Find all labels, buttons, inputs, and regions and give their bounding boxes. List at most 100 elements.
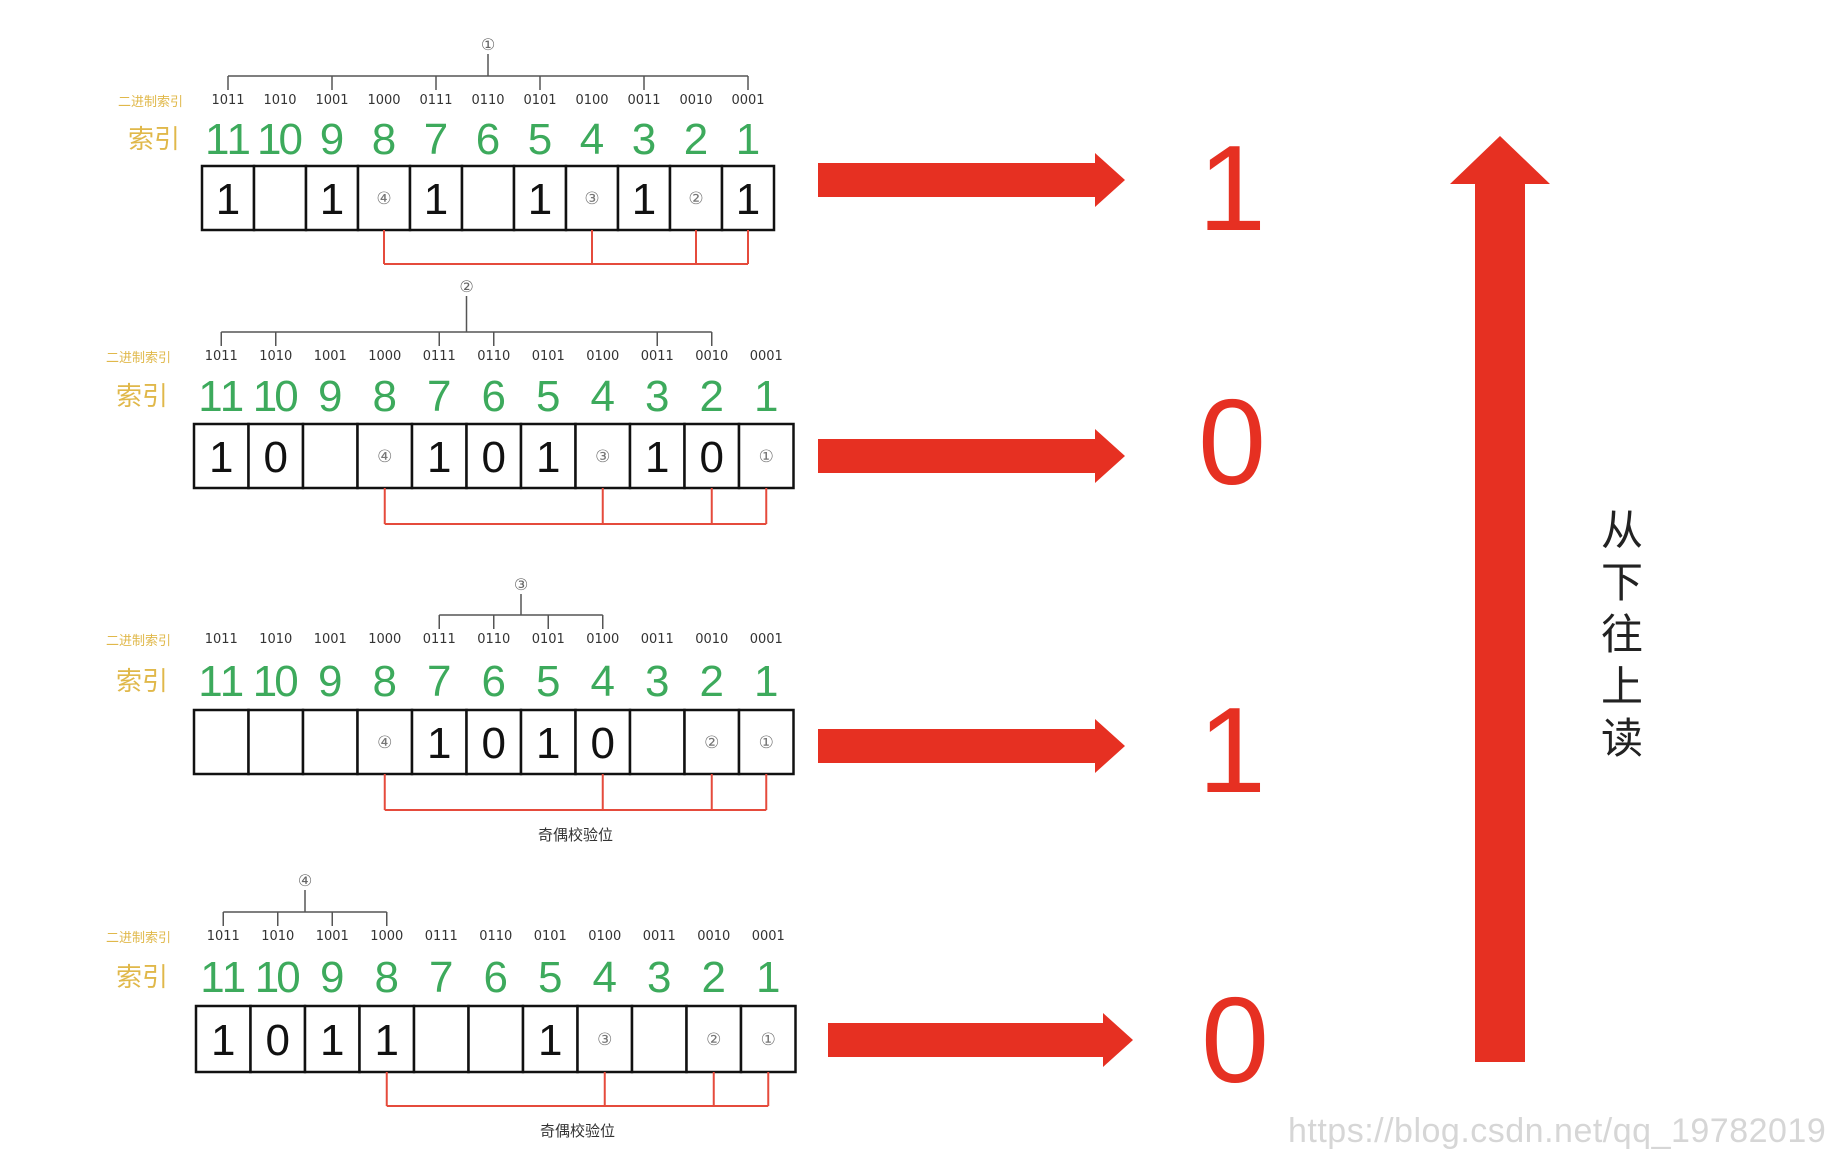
index-5: 5 [536,372,560,421]
binary-index-1: 0001 [750,632,783,647]
index-1: 1 [736,115,760,164]
parity-placeholder: ② [704,733,719,753]
result-arrow [828,1013,1133,1067]
binary-index-2: 0010 [695,632,728,647]
binary-index-9: 1001 [316,929,349,944]
index-8: 8 [373,657,397,706]
bit-cell [574,422,632,490]
binary-index-5: 0101 [532,349,565,364]
bit-value: 1 [209,433,233,482]
index-5: 5 [536,657,560,706]
binary-index-4: 0100 [575,93,608,108]
binary-index-7: 0111 [425,929,458,944]
parity-placeholder: ④ [377,733,392,753]
parity-placeholder: ③ [584,189,599,209]
binary-index-1: 0001 [750,349,783,364]
index-1: 1 [756,953,780,1002]
result-arrow [818,429,1125,483]
index-6: 6 [476,115,500,164]
index-label: 索引 [128,125,180,155]
binary-index-4: 0100 [586,632,619,647]
parity-placeholder: ① [759,733,774,753]
bit-cell [356,422,414,490]
result-arrow [818,719,1125,773]
bit-cell [683,708,741,776]
binary-index-10: 1010 [263,93,296,108]
bit-cell [252,164,308,232]
bit-value: 1 [320,1016,344,1065]
index-2: 2 [702,953,726,1002]
binary-index-2: 0010 [695,349,728,364]
bit-value: 0 [264,433,288,482]
binary-index-2: 0010 [697,929,730,944]
bit-cell [628,708,686,776]
index-7: 7 [424,115,448,164]
group-marker: ① [481,35,495,54]
index-6: 6 [482,657,506,706]
bit-cell [465,708,523,776]
index-3: 3 [645,372,669,421]
binary-index-8: 1000 [368,349,401,364]
result-bit: 0 [1198,374,1266,510]
binary-index-5: 0101 [523,93,556,108]
index-6: 6 [482,372,506,421]
index-5: 5 [538,953,562,1002]
bit-value: 1 [211,1016,235,1065]
index-7: 7 [427,657,451,706]
index-9: 9 [318,372,342,421]
binary-index-11: 1011 [205,349,238,364]
binary-index-3: 0011 [641,349,674,364]
bit-cell [192,708,250,776]
index-label: 索引 [116,667,168,697]
group-marker: ② [459,277,473,296]
bit-cell [668,164,724,232]
index-10: 10 [253,657,299,706]
index-11: 11 [198,657,244,706]
bit-cell [410,708,468,776]
index-11: 11 [205,115,251,164]
binary-index-6: 0110 [471,93,504,108]
read-direction-text: 从下往上读 [1600,506,1643,763]
binary-index-4: 0100 [586,349,619,364]
bit-cell [465,422,523,490]
bit-cell [200,164,256,232]
parity-caption: 奇偶校验位 [540,1122,615,1140]
bit-value: 0 [700,433,724,482]
binary-index-10: 1010 [259,349,292,364]
binary-index-11: 1011 [207,929,240,944]
index-2: 2 [684,115,708,164]
index-4: 4 [591,372,615,421]
index-10: 10 [255,953,301,1002]
parity-placeholder: ② [688,189,703,209]
bit-cell [249,1004,307,1074]
result-bit: 0 [1201,972,1269,1108]
index-8: 8 [372,115,396,164]
binary-index-9: 1001 [315,93,348,108]
bit-cell [412,1004,470,1074]
index-9: 9 [318,657,342,706]
binary-index-6: 0110 [479,929,512,944]
bit-cell [460,164,516,232]
binary-index-10: 1010 [259,632,292,647]
binary-index-1: 0001 [731,93,764,108]
index-8: 8 [375,953,399,1002]
index-11: 11 [200,953,246,1002]
binary-index-4: 0100 [588,929,621,944]
bit-cell [304,164,360,232]
parity-placeholder: ④ [377,447,392,467]
bit-value: 1 [375,1016,399,1065]
binary-index-label: 二进制索引 [106,931,171,946]
parity-placeholder: ① [761,1030,776,1050]
bit-cell [519,708,577,776]
binary-index-label: 二进制索引 [106,351,171,366]
bit-value: 1 [528,175,552,224]
index-3: 3 [647,953,671,1002]
index-1: 1 [754,657,778,706]
binary-index-9: 1001 [314,349,347,364]
index-5: 5 [528,115,552,164]
index-label: 索引 [116,963,168,993]
index-1: 1 [754,372,778,421]
bit-value: 1 [645,433,669,482]
